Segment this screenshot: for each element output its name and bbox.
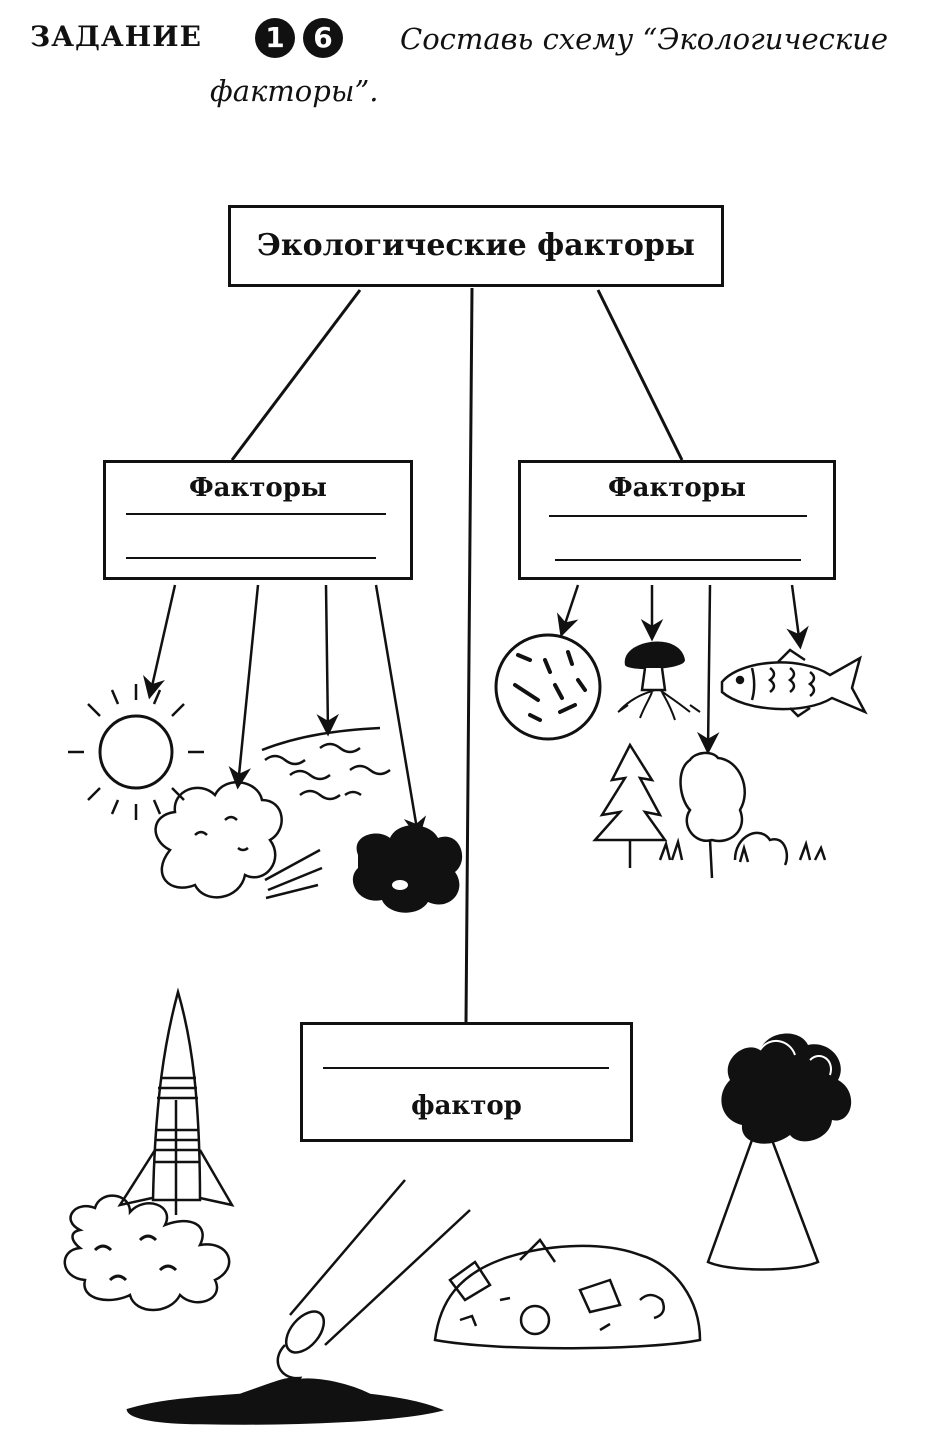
right-factor-title: Факторы [608,473,746,503]
bottom-factor-box: фактор [300,1022,633,1142]
task-number-digit-2: 6 [303,18,343,58]
rocket-icon [63,987,235,1312]
root-factor-title: Экологические факторы [257,228,695,263]
root-factor-box: Экологические факторы [228,205,724,287]
connector-root-to-bottom [464,287,474,1023]
task-instruction-line-1: Составь схему “Экологические [400,22,889,56]
trees-icon [592,742,827,879]
right-factor-blank-line-2[interactable] [555,559,801,561]
task-header: ЗАДАНИЕ 1 6 Составь схему “Экологические… [0,0,940,140]
right-factor-box: Факторы [518,460,836,580]
task-label: ЗАДАНИЕ [30,20,202,53]
connector-lines [230,287,684,1023]
right-factor-blank-line-1[interactable] [549,515,807,517]
left-factor-title: Факторы [189,473,327,503]
bottom-factor-title: фактор [411,1091,522,1121]
left-arrows [143,584,427,840]
sun-icon [68,684,204,820]
connector-root-to-right [596,289,684,461]
connector-root-to-left [230,289,362,461]
cloud-wind-icon [154,781,323,900]
left-factor-box: Факторы [103,460,413,580]
task-number-digit-1: 1 [255,18,295,58]
fish-icon [720,648,868,718]
right-arrows [557,584,809,755]
garbage-icon [433,1238,702,1350]
pipe-waste-icon [126,1179,471,1425]
bacteria-icon [494,633,602,741]
soil-icon [352,825,463,913]
bottom-factor-blank-line[interactable] [323,1067,609,1069]
left-factor-blank-line-1[interactable] [126,513,386,515]
mushroom-icon [617,641,701,721]
left-factor-blank-line-2[interactable] [126,557,376,559]
task-instruction-line-2: факторы”. [210,74,379,108]
water-icon [261,726,391,801]
smoke-stack-icon [706,1033,852,1271]
